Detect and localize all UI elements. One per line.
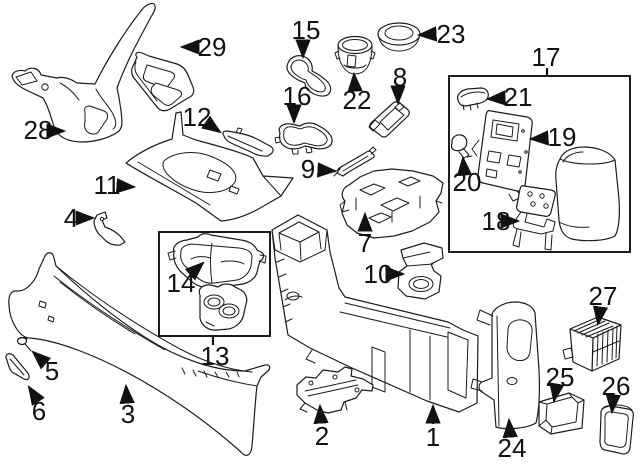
part-20-knob [450, 134, 473, 159]
part-22-ashcup [334, 35, 376, 75]
part-1-console-body [271, 214, 479, 413]
part-2-mounting-bracket [296, 366, 374, 414]
callout-number-2: 2 [315, 421, 329, 451]
callout-number-4: 4 [64, 203, 78, 233]
group-box-13 [158, 231, 271, 337]
part-26-trim-ring [599, 404, 634, 455]
callout-number-8: 8 [393, 62, 407, 92]
part-6-trim-cap [5, 353, 30, 381]
callout-arrow-23 [416, 26, 438, 42]
part-25-storage-bezel [538, 392, 585, 435]
callout-arrow-14 [184, 261, 205, 281]
part-12-trim-strip [222, 127, 274, 157]
callout-number-16: 16 [283, 81, 312, 111]
callout-number-12: 12 [183, 102, 212, 132]
callout-number-20: 20 [453, 167, 482, 197]
callout-arrow-5 [31, 350, 52, 370]
callout-number-28: 28 [24, 115, 53, 145]
callout-number-13: 13 [201, 341, 230, 371]
part-4-bracket-clip [93, 211, 126, 246]
callout-layer: 1234567891011121314151617181920212223242… [24, 15, 631, 463]
callout-number-21: 21 [504, 82, 533, 112]
part-8-module [368, 101, 410, 138]
group-box-17 [448, 75, 631, 253]
callout-number-23: 23 [437, 19, 466, 49]
callout-number-15: 15 [292, 15, 321, 45]
callout-arrow-12 [201, 115, 222, 134]
part-16-cupholder-bezel [274, 122, 333, 155]
callout-arrow-20 [456, 155, 473, 177]
callout-arrow-21 [485, 90, 507, 106]
callout-arrow-11 [115, 178, 137, 194]
callout-arrow-22 [347, 71, 363, 93]
callout-arrow-26 [605, 393, 621, 415]
callout-arrow-3 [119, 383, 135, 405]
part-3-console-side-panel [8, 252, 271, 456]
armrest-pad [555, 146, 620, 242]
callout-number-1: 1 [426, 422, 440, 452]
callout-arrow-25 [549, 382, 565, 404]
part-9-rail-bracket [333, 146, 377, 177]
callout-number-24: 24 [498, 433, 527, 463]
callout-number-11: 11 [94, 170, 121, 200]
part-24-console-rear-panel [470, 301, 540, 430]
callout-number-19: 19 [548, 122, 577, 152]
callout-number-18: 18 [482, 206, 511, 236]
part-5-push-pin [16, 336, 32, 352]
callout-number-10: 10 [364, 259, 393, 289]
callout-number-14: 14 [167, 268, 196, 298]
callout-arrow-19 [528, 130, 550, 146]
callout-arrow-27 [592, 305, 609, 327]
callout-arrow-6 [27, 385, 45, 406]
callout-number-3: 3 [121, 399, 135, 429]
callout-number-6: 6 [32, 396, 46, 426]
callout-number-5: 5 [45, 356, 59, 386]
part-13-cupholder-unit [198, 283, 248, 331]
callout-arrow-24 [502, 417, 518, 439]
callout-arrow-9 [316, 162, 338, 178]
callout-number-22: 22 [343, 85, 372, 115]
callout-number-29: 29 [198, 32, 227, 62]
part-23-cupholder-ring [377, 22, 421, 52]
callout-number-9: 9 [301, 154, 315, 184]
part-10-bracket-duct [397, 242, 444, 300]
part-11-console-top-panel [125, 111, 294, 222]
callout-number-25: 25 [546, 362, 575, 392]
part-27-air-vent [562, 316, 622, 372]
part-29-trim-bezel [131, 51, 195, 112]
part-7-shifter-base [339, 168, 444, 239]
part-15-mat-insert [286, 55, 332, 97]
callout-number-26: 26 [602, 371, 631, 401]
callout-number-27: 27 [589, 281, 618, 311]
part-21-latch-clip [456, 87, 489, 111]
callout-number-17: 17 [532, 42, 561, 72]
callout-number-7: 7 [358, 228, 372, 258]
part-18-hinge-bracket [512, 185, 556, 251]
callout-arrow-2 [313, 403, 329, 425]
